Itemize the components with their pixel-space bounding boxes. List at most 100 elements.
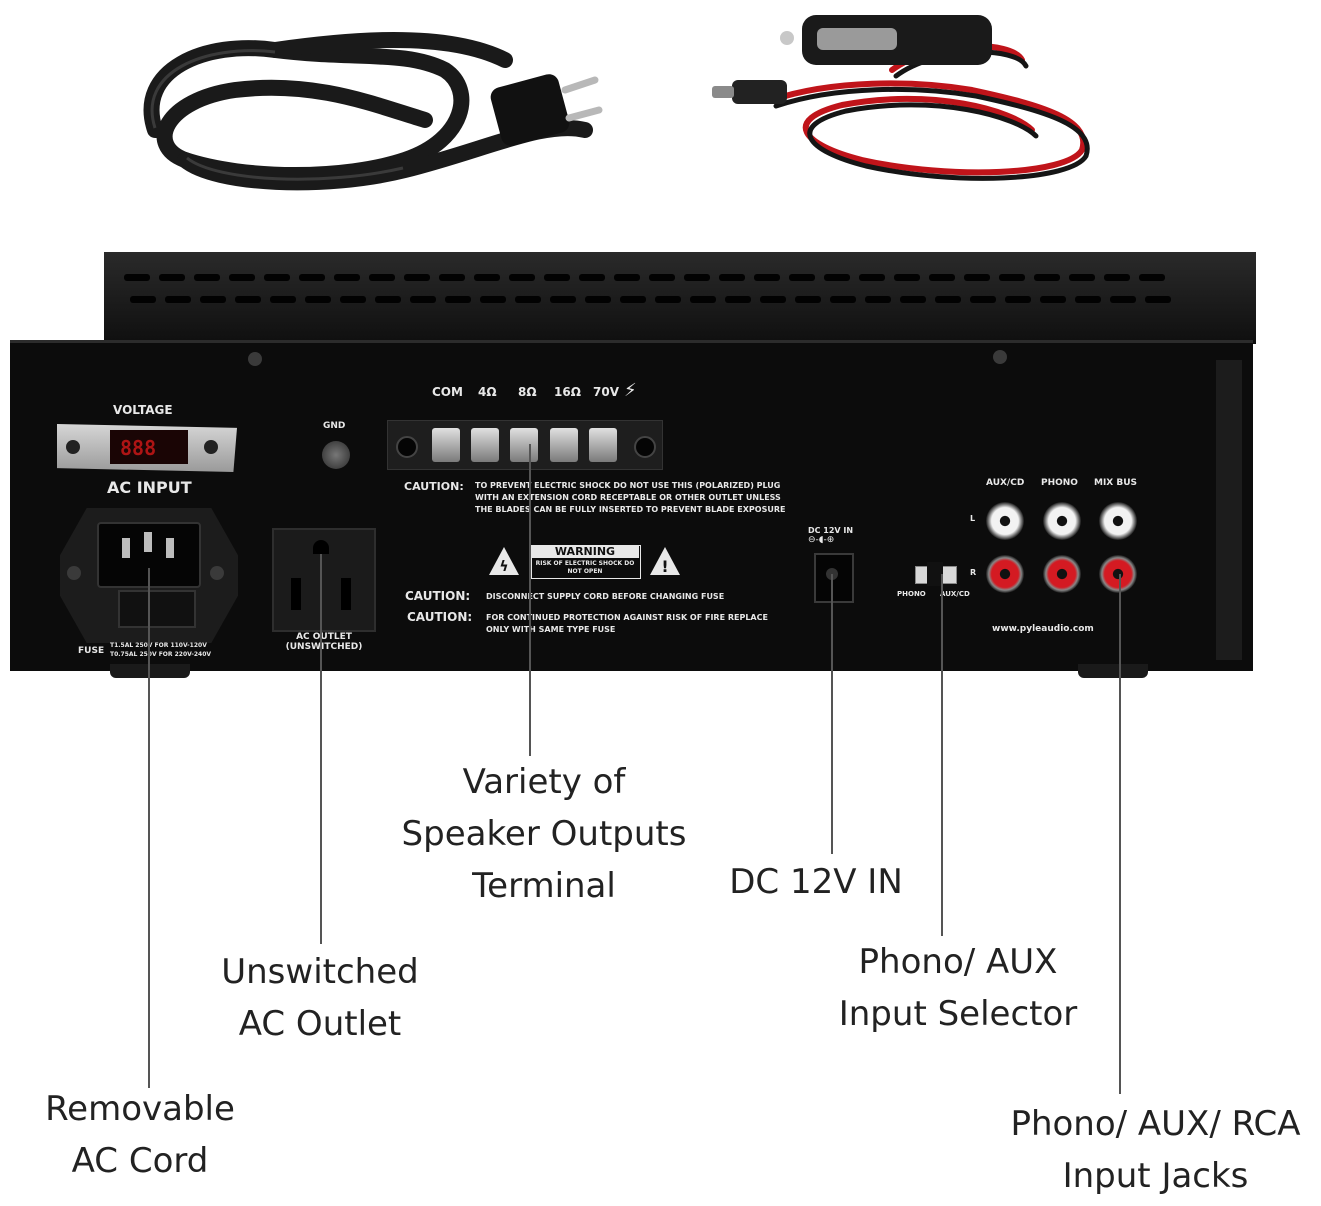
vent-slot <box>375 296 401 303</box>
selector-aux-label: AUX/CD <box>940 590 970 598</box>
jack-header-mixbus: MIX BUS <box>1094 478 1138 488</box>
vent-slot <box>795 296 821 303</box>
vent-slot <box>929 274 955 281</box>
fuse-drawer[interactable] <box>118 590 196 628</box>
callout-input-selector: Phono/ AUX Input Selector <box>838 942 1078 1034</box>
svg-text:!: ! <box>661 557 668 576</box>
outlet-slot <box>341 578 351 610</box>
vent-slot <box>1075 296 1101 303</box>
speaker-terminal-4ohm[interactable] <box>471 428 499 462</box>
vent-slot <box>649 274 675 281</box>
rca-jack-aux-right[interactable] <box>986 555 1024 593</box>
leader-line-ac-cord <box>148 568 150 1088</box>
rca-jack-phono-left[interactable] <box>1043 502 1081 540</box>
terminal-mount-screw <box>634 436 656 458</box>
vent-slot <box>999 274 1025 281</box>
leader-line-selector <box>941 574 943 936</box>
vent-slot <box>579 274 605 281</box>
warning-triangle-icon: ϟ <box>489 547 519 575</box>
jack-left-label: L <box>970 514 976 523</box>
vent-slot <box>334 274 360 281</box>
vent-slot <box>1034 274 1060 281</box>
vent-slot <box>935 296 961 303</box>
gnd-label: GND <box>323 421 346 431</box>
leader-line-speaker <box>529 444 531 756</box>
leader-line-outlet <box>320 554 322 944</box>
vent-slot <box>830 296 856 303</box>
ac-input-label: AC INPUT <box>107 478 192 497</box>
rca-jack-mixbus-right[interactable] <box>1099 555 1137 593</box>
rca-jack-phono-right[interactable] <box>1043 555 1081 593</box>
dc-in-label: DC 12V IN <box>808 526 854 535</box>
ventilation-slots <box>124 274 1171 303</box>
screw-icon <box>204 440 218 454</box>
screw-icon <box>210 566 224 580</box>
outlet-slot <box>291 578 301 610</box>
vent-slot <box>229 274 255 281</box>
caution-fire-label: CAUTION: <box>407 610 473 624</box>
vent-slot <box>1040 296 1066 303</box>
vent-slot <box>264 274 290 281</box>
jack-header-phono: PHONO <box>1041 478 1078 488</box>
vent-slot <box>340 296 366 303</box>
input-selector-knob[interactable] <box>927 562 943 586</box>
caution-fuse-label: CAUTION: <box>405 589 471 603</box>
fuse-label: FUSE <box>78 646 105 656</box>
caution-shock-text: TO PREVENT ELECTRIC SHOCK DO NOT USE THI… <box>475 481 786 514</box>
vent-slot <box>719 274 745 281</box>
vent-slot <box>159 274 185 281</box>
vent-slot <box>760 296 786 303</box>
caution-fire-text: FOR CONTINUED PROTECTION AGAINST RISK OF… <box>486 613 768 634</box>
terminal-label: 70V <box>593 385 619 399</box>
ac-pin <box>144 532 152 552</box>
warning-exclamation-icon: ! <box>650 547 680 576</box>
speaker-terminal-com[interactable] <box>432 428 460 462</box>
warning-title: WARNING <box>531 545 639 558</box>
vent-slot <box>404 274 430 281</box>
vent-slot <box>474 274 500 281</box>
vent-slot <box>859 274 885 281</box>
vent-slot <box>130 296 156 303</box>
ground-terminal[interactable] <box>322 441 350 469</box>
speaker-terminal-70v[interactable] <box>589 428 617 462</box>
vent-slot <box>725 296 751 303</box>
callout-input-jacks: Phono/ AUX/ RCA Input Jacks <box>1010 1104 1301 1196</box>
ac-outlet-label: AC OUTLET (UNSWITCHED) <box>285 632 363 652</box>
vent-slot <box>900 296 926 303</box>
vent-slot <box>410 296 436 303</box>
rca-jack-aux-left[interactable] <box>986 502 1024 540</box>
panel-right-bevel <box>1216 360 1242 660</box>
terminal-label: COM <box>432 385 463 399</box>
speaker-terminal-16ohm[interactable] <box>550 428 578 462</box>
callout-ac-cord: Removable AC Cord <box>45 1089 235 1181</box>
vent-slot <box>235 296 261 303</box>
vent-slot <box>865 296 891 303</box>
caution-shock-label: CAUTION: <box>404 480 464 493</box>
vent-slot <box>754 274 780 281</box>
vent-slot <box>614 274 640 281</box>
vent-slot <box>585 296 611 303</box>
vent-slot <box>200 296 226 303</box>
outlet-ground-hole <box>313 540 329 554</box>
warning-text: RISK OF ELECTRIC SHOCK DO NOT OPEN <box>535 560 635 575</box>
terminal-label: 4Ω <box>478 385 497 399</box>
screw-icon <box>66 440 80 454</box>
vent-slot <box>789 274 815 281</box>
terminal-label: 8Ω <box>518 385 537 399</box>
voltage-led-digits: 888 <box>120 436 157 460</box>
vent-slot <box>439 274 465 281</box>
svg-text:ϟ: ϟ <box>499 559 508 575</box>
leader-line-dc <box>831 574 833 854</box>
vent-slot <box>165 296 191 303</box>
speaker-terminal-8ohm[interactable] <box>510 428 538 462</box>
ac-outlet[interactable] <box>272 528 376 632</box>
caution-fuse-text: DISCONNECT SUPPLY CORD BEFORE CHANGING F… <box>486 592 725 601</box>
screw-icon <box>993 350 1007 364</box>
ac-pin <box>166 538 174 558</box>
vent-slot <box>369 274 395 281</box>
callout-unswitched-outlet: Unswitched AC Outlet <box>221 952 419 1044</box>
rca-jack-mixbus-left[interactable] <box>1099 502 1137 540</box>
screw-icon <box>67 566 81 580</box>
vent-slot <box>690 296 716 303</box>
dc-polarity-icon: ⊖-◖-⊕ <box>808 535 835 545</box>
